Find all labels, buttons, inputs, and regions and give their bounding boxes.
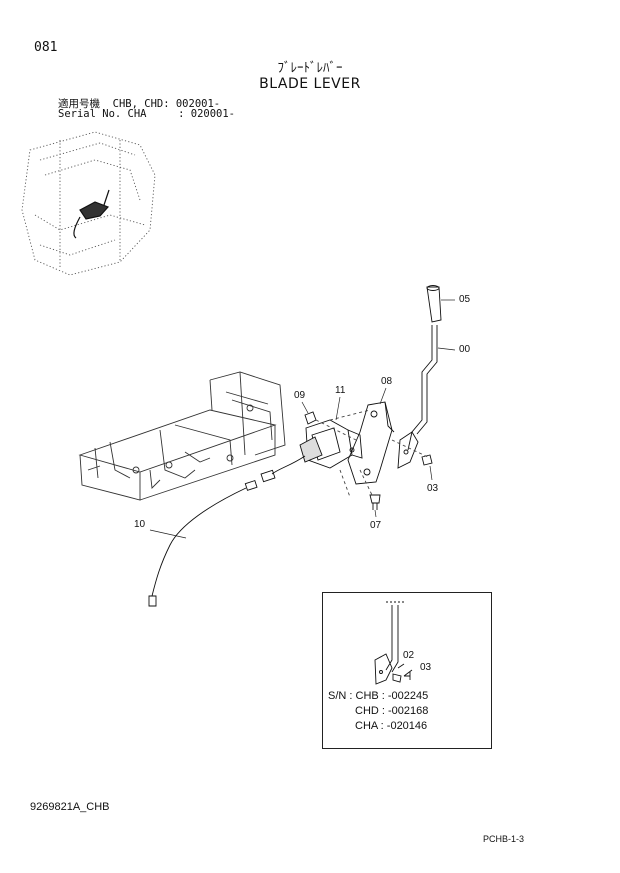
- serial-applicability-line-2: Serial No. CHA : 020001-: [58, 108, 236, 120]
- callout-10: 10: [134, 519, 146, 530]
- lever-bracket: [397, 431, 419, 469]
- inset-callout-03: 03: [420, 662, 432, 673]
- callout-07: 07: [370, 520, 382, 531]
- page-number: 081: [34, 40, 58, 55]
- switch-assembly: [299, 419, 363, 469]
- inset-serial-line-2: CHD : -002168: [355, 705, 429, 717]
- callout-09: 09: [294, 390, 306, 401]
- bolt-03: [421, 454, 433, 466]
- machine-frame: [78, 371, 286, 501]
- callout-05: 05: [459, 294, 471, 305]
- assembly-guides: [315, 409, 431, 498]
- lever-rod: [407, 325, 438, 451]
- inset-serial-line-1: S/N : CHB : -002245: [328, 690, 429, 702]
- wiring-harness: [148, 455, 306, 607]
- serial-applicability-line-1: 適用号機 CHB, CHD: 002001-: [58, 98, 221, 110]
- page-title: BLADE LEVER: [259, 76, 361, 92]
- title-japanese: ﾌﾞﾚｰﾄﾞﾚﾊﾞｰ: [277, 61, 343, 76]
- bolt-07: [369, 494, 381, 510]
- callout-08: 08: [381, 376, 393, 387]
- bracket-plate: [347, 401, 395, 485]
- callout-00: 00: [459, 344, 471, 355]
- callout-11: 11: [335, 385, 346, 396]
- inset-serial-line-3: CHA : -020146: [355, 720, 428, 732]
- callout-03: 03: [427, 483, 439, 494]
- page-code: PCHB-1-3: [483, 834, 525, 844]
- locator-highlight-lever: [73, 189, 110, 239]
- nut-09: [304, 411, 317, 425]
- leader-lines: [149, 299, 456, 539]
- inset-detail: [374, 601, 413, 685]
- inset-callout-02: 02: [403, 650, 415, 661]
- inset-frame: [322, 592, 492, 749]
- locator-thumbnail: [21, 131, 156, 276]
- document-code: 9269821A_CHB: [30, 801, 110, 813]
- lever-knob: [426, 285, 442, 323]
